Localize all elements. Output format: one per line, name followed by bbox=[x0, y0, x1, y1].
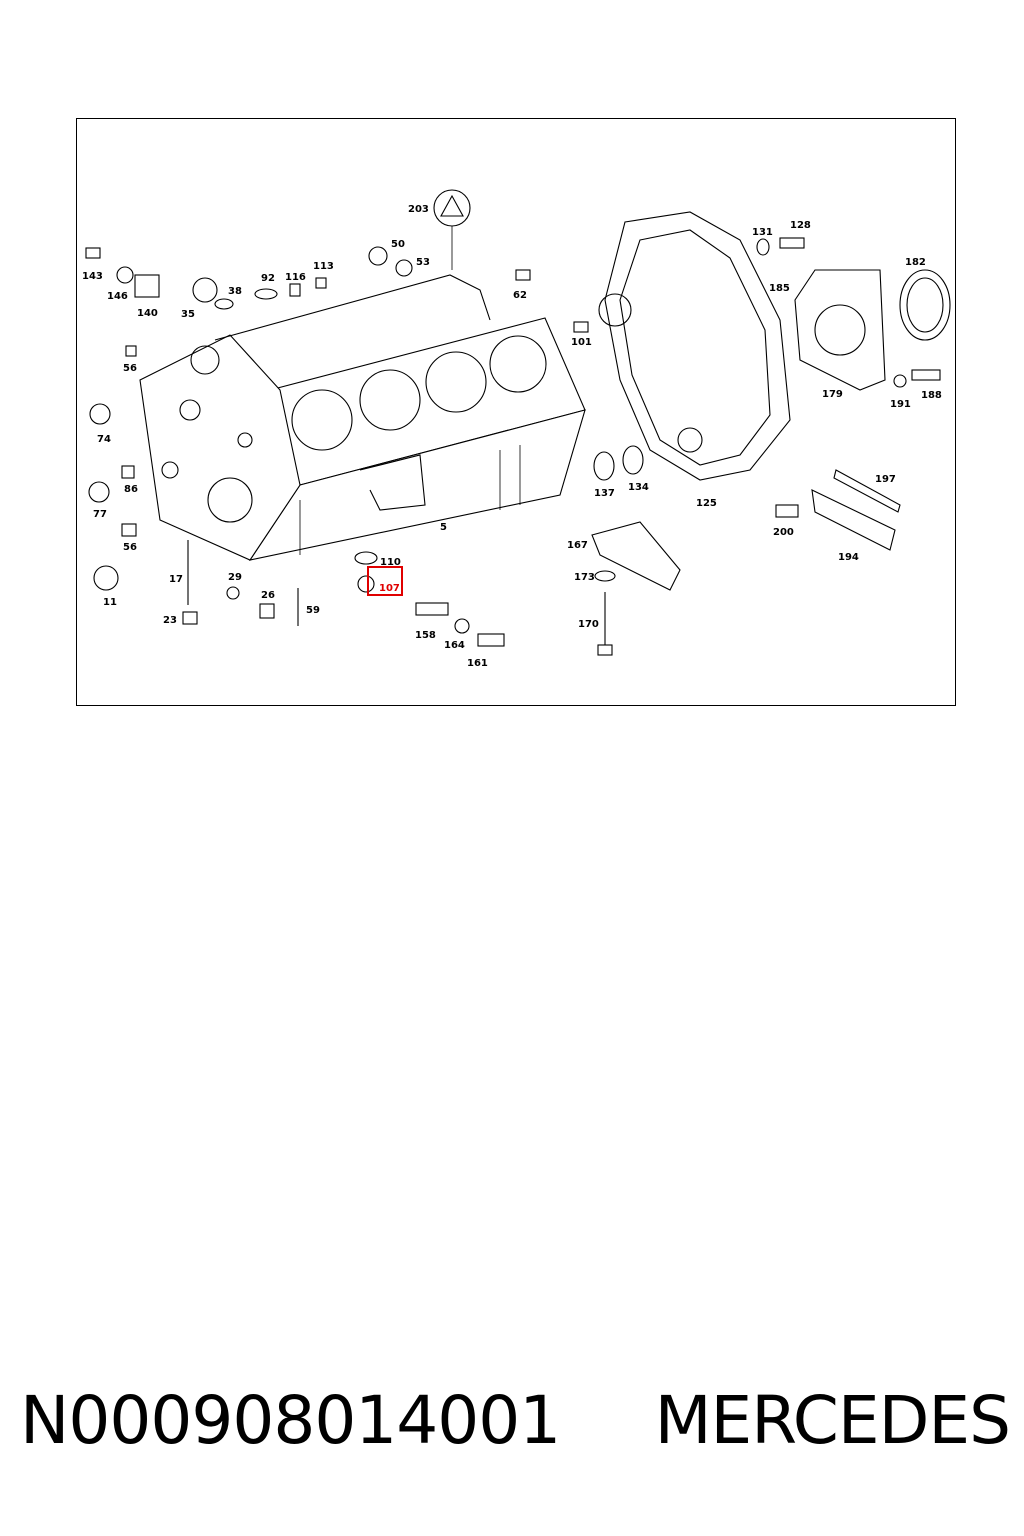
bell-housing bbox=[598, 211, 791, 481]
callout-134: 134 bbox=[628, 482, 649, 493]
callout-110: 110 bbox=[380, 557, 401, 568]
callout-125: 125 bbox=[696, 498, 717, 509]
callout-137: 137 bbox=[594, 488, 615, 499]
callout-143: 143 bbox=[82, 271, 103, 282]
bracket-167 bbox=[591, 521, 681, 591]
engine-block bbox=[139, 274, 586, 561]
callout-56b: 56 bbox=[123, 542, 137, 553]
callout-11: 11 bbox=[103, 597, 117, 608]
diagram-drawing: 203 50 53 113 116 92 62 143 146 140 38 3… bbox=[82, 189, 951, 669]
callout-179: 179 bbox=[822, 389, 843, 400]
exploded-parts-diagram bbox=[76, 118, 956, 706]
callout-62: 62 bbox=[513, 290, 527, 301]
callout-131: 131 bbox=[752, 227, 773, 238]
callout-200: 200 bbox=[773, 527, 794, 538]
callout-197: 197 bbox=[875, 474, 896, 485]
callout-188: 188 bbox=[921, 390, 942, 401]
callout-56: 56 bbox=[123, 363, 137, 374]
caption-bar: N000908014001 MERCEDES bbox=[20, 1380, 1011, 1460]
callout-35: 35 bbox=[181, 309, 195, 320]
callout-101: 101 bbox=[571, 337, 592, 348]
callout-17: 17 bbox=[169, 574, 183, 585]
callout-185: 185 bbox=[769, 283, 790, 294]
callout-77: 77 bbox=[93, 509, 107, 520]
callout-191: 191 bbox=[890, 399, 911, 410]
rear-cover bbox=[794, 269, 886, 391]
callout-164: 164 bbox=[444, 640, 465, 651]
callout-158: 158 bbox=[415, 630, 436, 641]
callout-50: 50 bbox=[391, 239, 405, 250]
callout-26: 26 bbox=[261, 590, 275, 601]
callout-92: 92 bbox=[261, 273, 275, 284]
callout-38: 38 bbox=[228, 286, 242, 297]
callout-116: 116 bbox=[285, 272, 306, 283]
callout-161: 161 bbox=[467, 658, 488, 669]
callout-140: 140 bbox=[137, 308, 158, 319]
callout-74: 74 bbox=[97, 434, 111, 445]
callout-194: 194 bbox=[838, 552, 859, 563]
plate-203 bbox=[433, 189, 471, 270]
callout-53: 53 bbox=[416, 257, 430, 268]
callout-labels: 203 50 53 113 116 92 62 143 146 140 38 3… bbox=[82, 204, 942, 669]
callout-146: 146 bbox=[107, 291, 128, 302]
gasket-194 bbox=[811, 489, 896, 551]
strip-197 bbox=[833, 469, 901, 513]
callout-113: 113 bbox=[313, 261, 334, 272]
callout-203: 203 bbox=[408, 204, 429, 215]
part-number: N000908014001 bbox=[20, 1381, 561, 1459]
seal-182 bbox=[899, 269, 951, 341]
callout-107: 107 bbox=[379, 583, 400, 594]
highlight-box bbox=[367, 566, 403, 596]
small-parts bbox=[85, 237, 941, 656]
callout-5: 5 bbox=[440, 522, 447, 533]
callout-29: 29 bbox=[228, 572, 242, 583]
callout-23: 23 bbox=[163, 615, 177, 626]
brand-name: MERCEDES bbox=[654, 1381, 1011, 1459]
callout-128: 128 bbox=[790, 220, 811, 231]
callout-173: 173 bbox=[574, 572, 595, 583]
callout-59: 59 bbox=[306, 605, 320, 616]
callout-86: 86 bbox=[124, 484, 138, 495]
callout-167: 167 bbox=[567, 540, 588, 551]
callout-182: 182 bbox=[905, 257, 926, 268]
callout-170: 170 bbox=[578, 619, 599, 630]
